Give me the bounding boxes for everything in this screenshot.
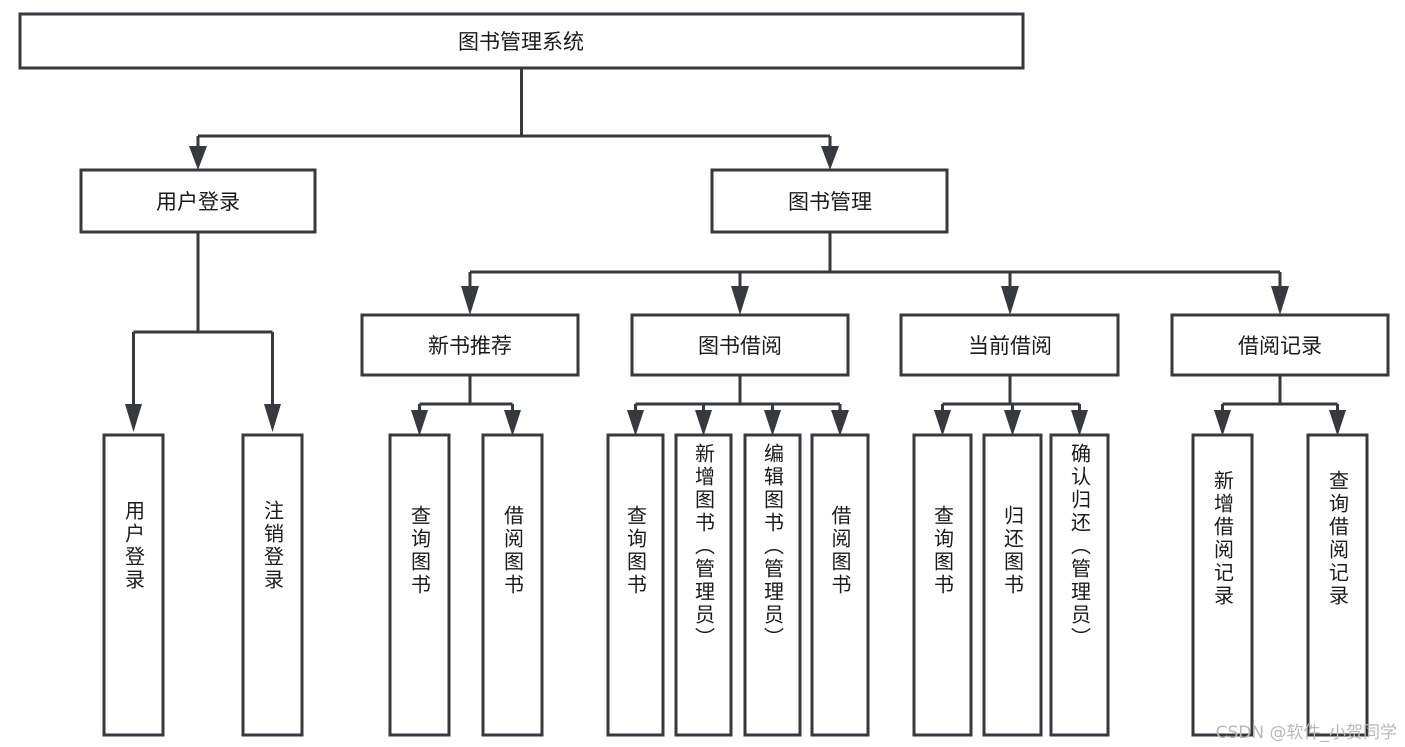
leaf-box-borrow-record-2[interactable]	[1306, 433, 1369, 737]
arrow-br-leaf1	[1214, 410, 1231, 436]
leaf-box-new-book-1[interactable]	[388, 433, 451, 737]
node-current-borrow[interactable]: 当前借阅	[899, 313, 1120, 377]
node-new-book-recommend-box[interactable]	[360, 313, 580, 377]
node-user-login-box[interactable]	[79, 168, 317, 234]
watermark-text: CSDN @软件_小贺同学	[1215, 723, 1397, 743]
node-book-borrow[interactable]: 图书借阅	[630, 313, 850, 377]
node-user-login-label: 用户登录	[156, 190, 240, 214]
leaf-box-group	[102, 433, 1369, 737]
arrow-cb-leaf3	[1071, 410, 1088, 436]
node-new-book-recommend-label: 新书推荐	[428, 334, 512, 358]
leaf-box-book-borrow-4[interactable]	[810, 433, 870, 737]
leaf-box-borrow-record-1[interactable]	[1191, 433, 1254, 737]
arrow-user-login	[189, 146, 207, 170]
node-book-management-label: 图书管理	[788, 190, 872, 214]
leaf-box-book-borrow-3[interactable]	[743, 433, 802, 737]
leaf-box-book-borrow-1[interactable]	[606, 433, 665, 737]
arrow-bb-leaf4	[831, 410, 849, 436]
arrow-book-manage	[821, 146, 839, 170]
arrow-ul-leaf2	[264, 404, 281, 432]
node-current-borrow-box[interactable]	[899, 313, 1120, 377]
node-root-box[interactable]	[18, 12, 1025, 70]
arrow-cb-leaf2	[1004, 410, 1021, 436]
arrow-borrow	[731, 286, 749, 315]
node-borrow-record-label: 借阅记录	[1238, 334, 1322, 358]
leaf-box-current-borrow-1[interactable]	[912, 433, 973, 737]
leaf-box-current-borrow-2[interactable]	[982, 433, 1043, 737]
leaf-box-book-borrow-2[interactable]	[674, 433, 733, 737]
node-current-borrow-label: 当前借阅	[968, 334, 1052, 358]
node-borrow-record-box[interactable]	[1170, 313, 1390, 377]
arrow-bb-leaf3	[764, 410, 781, 436]
node-new-book-recommend[interactable]: 新书推荐	[360, 313, 580, 377]
node-book-management[interactable]: 图书管理	[710, 168, 949, 234]
node-book-borrow-box[interactable]	[630, 313, 850, 377]
node-root-label: 图书管理系统	[458, 30, 584, 54]
arrow-cb-leaf1	[934, 410, 951, 436]
arrow-nb-leaf1	[411, 410, 428, 436]
node-root[interactable]: 图书管理系统	[18, 12, 1025, 70]
leaf-box-current-borrow-3[interactable]	[1049, 433, 1110, 737]
node-book-borrow-label: 图书借阅	[698, 334, 782, 358]
node-borrow-record[interactable]: 借阅记录	[1170, 313, 1390, 377]
leaf-box-user-login-2[interactable]	[241, 433, 304, 737]
arrow-record	[1271, 286, 1289, 315]
connector-group	[125, 68, 1346, 436]
arrow-br-leaf2	[1329, 410, 1346, 436]
leaf-box-new-book-2[interactable]	[481, 433, 544, 737]
node-user-login[interactable]: 用户登录	[79, 168, 317, 234]
arrow-current	[1001, 286, 1019, 315]
arrow-bb-leaf1	[627, 410, 644, 436]
arrow-bb-leaf2	[695, 410, 712, 436]
arrow-ul-leaf1	[125, 404, 142, 432]
node-book-management-box[interactable]	[710, 168, 949, 234]
arrow-new-book	[461, 286, 479, 315]
leaf-box-user-login-1[interactable]	[102, 433, 165, 737]
arrow-nb-leaf2	[504, 410, 521, 436]
